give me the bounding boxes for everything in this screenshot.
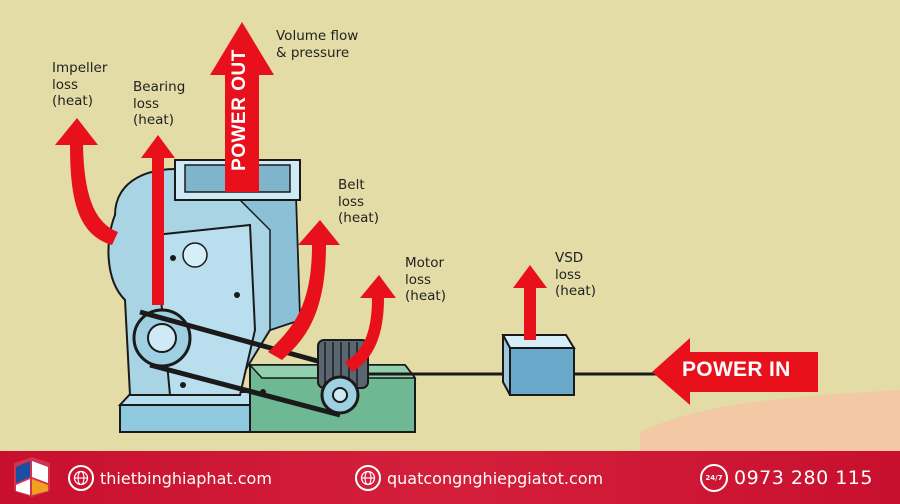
impeller-loss-label: Impeller loss (heat) (52, 60, 108, 109)
globe-icon (68, 465, 94, 491)
company-logo (14, 457, 50, 497)
phone-24-7-icon: 24/7 (700, 464, 728, 492)
bearing-loss-label: Bearing loss (heat) (133, 79, 186, 128)
belt-loss-arrow (268, 220, 340, 360)
bolt (170, 255, 176, 261)
power-out-label: POWER OUT (229, 49, 250, 171)
vsd-box-front (509, 347, 575, 396)
power-in-arrow (652, 338, 818, 405)
globe-icon (355, 465, 381, 491)
volume-flow-label: Volume flow & pressure (276, 28, 359, 61)
website-link-1[interactable]: thietbinghiaphat.com (68, 463, 272, 493)
motor-loss-arrow (345, 275, 396, 372)
bolt (180, 382, 186, 388)
website-2-text: quatcongnghiepgiatot.com (387, 468, 604, 488)
bolt (234, 292, 240, 298)
phone-link[interactable]: 24/7 0973 280 115 (700, 463, 873, 493)
bearing-loss-arrow (141, 135, 175, 305)
power-out-arrow (210, 22, 274, 192)
belt-loss-label: Belt loss (heat) (338, 177, 379, 226)
motor-loss-label: Motor loss (heat) (405, 255, 446, 304)
fan-energy-diagram: Impeller loss (heat) Bearing loss (heat)… (52, 22, 900, 451)
fan-base-front (119, 404, 251, 433)
power-in-label: POWER IN (682, 358, 791, 381)
footer-bar: thietbinghiaphat.com quatcongnghiepgiato… (0, 451, 900, 504)
vsd-box-top (501, 334, 576, 349)
diagram-drawing (55, 22, 900, 451)
website-link-2[interactable]: quatcongnghiepgiatot.com (355, 463, 603, 493)
vsd-loss-arrow (513, 265, 547, 340)
website-1-text: thietbinghiaphat.com (100, 468, 272, 488)
vsd-loss-label: VSD loss (heat) (555, 250, 596, 299)
phone-number: 0973 280 115 (734, 467, 873, 489)
impeller-loss-arrow (55, 118, 118, 245)
drive-belt (139, 309, 341, 418)
fan-pulley-hub (147, 323, 177, 353)
vsd-box-side (502, 334, 511, 396)
bearing-housing (182, 242, 208, 268)
background-patch (640, 390, 900, 451)
phone-badge-text: 24/7 (705, 474, 723, 482)
